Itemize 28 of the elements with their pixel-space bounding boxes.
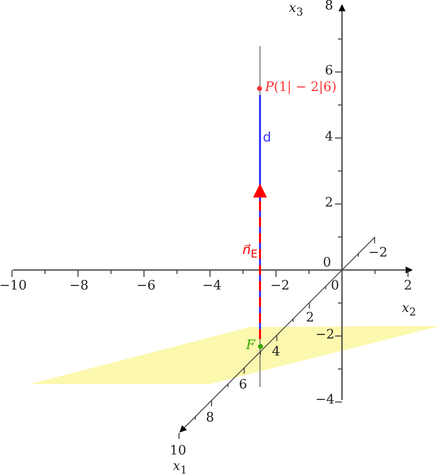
point-label: F	[246, 339, 255, 353]
point-label: P(1| − 2|6)	[265, 81, 337, 95]
axis-label: x$_{3}$	[288, 2, 304, 18]
edge-label: d	[262, 132, 272, 144]
tick-label: 0	[330, 280, 340, 292]
tick-label: −4	[315, 394, 335, 406]
tick-label: 8	[324, 0, 334, 12]
tick-label: −8	[69, 280, 89, 292]
tick-label: 4	[324, 130, 334, 144]
tick-label: −10	[0, 280, 27, 292]
tick-label: 2	[306, 312, 314, 324]
tick-label: 0	[322, 256, 332, 270]
axis-label: x$_{1}$	[172, 460, 188, 476]
tick-label: −2	[315, 328, 335, 342]
tick-label: −6	[136, 280, 156, 292]
tick-label: 4	[272, 346, 280, 358]
tick-label: 2	[404, 280, 412, 292]
tick-label: 10	[170, 444, 186, 458]
axis-label: x$_{2}$	[402, 302, 416, 318]
tick-label: −4	[202, 280, 222, 292]
edge-label: n⃗$_{E}$	[241, 244, 259, 260]
tick-label: −2	[270, 280, 290, 292]
vector-arrow	[253, 184, 267, 339]
tick-label: 6	[324, 64, 334, 78]
tick-label: 6	[238, 378, 248, 392]
tick-label: 2	[324, 196, 334, 210]
tick-label: 8	[206, 412, 214, 424]
tick-label: −2	[368, 246, 388, 260]
